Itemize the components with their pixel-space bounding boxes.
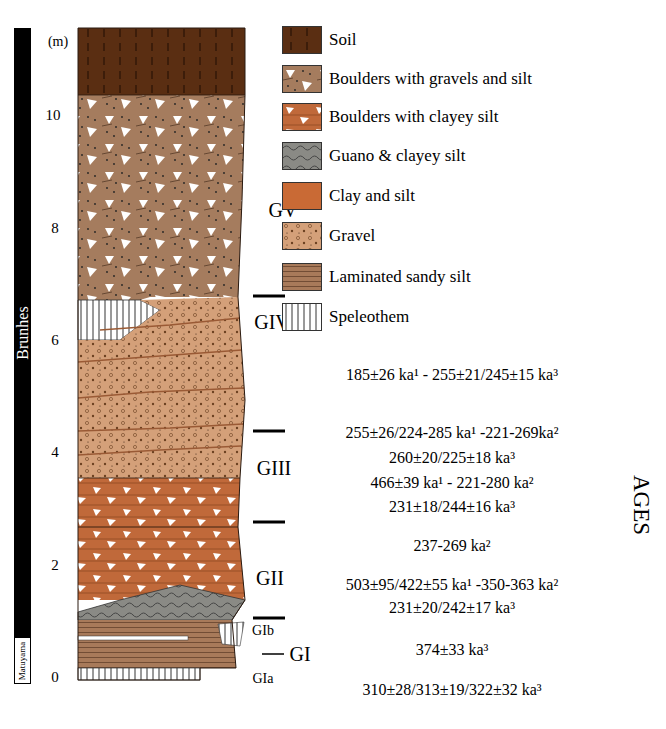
age-text: 466±39 ka¹ - 221-280 ka²	[370, 474, 533, 492]
age-text: 231±20/242±17 ka³	[389, 599, 515, 617]
polarity-bar: Brunhes	[14, 28, 31, 637]
ages-heading: AGES	[628, 475, 653, 535]
legend-text: Boulders with gravels and silt	[329, 70, 532, 89]
legend-swatch	[282, 142, 322, 170]
unit-label: GIII	[257, 457, 291, 479]
polarity-label: Matuyama	[18, 641, 28, 680]
age-text: 503±95/422±55 ka¹ -350-363 ka²	[346, 576, 558, 594]
axis-tick: 2	[51, 557, 59, 574]
unit-label: GII	[256, 567, 284, 589]
legend-pattern	[283, 104, 322, 131]
unit-label: GI	[289, 643, 310, 665]
legend-pattern	[283, 66, 322, 93]
age-text: 237-269 ka²	[413, 537, 490, 555]
unit-label: GIa	[253, 671, 274, 686]
legend-pattern	[283, 264, 322, 291]
legend-text: Soil	[329, 31, 356, 50]
legend-text: Guano & clayey silt	[329, 147, 465, 166]
age-text: 185±26 ka¹ - 255±21/245±15 ka³	[346, 366, 558, 384]
legend-text: Clay and silt	[329, 187, 415, 206]
legend-text: Laminated sandy silt	[329, 268, 471, 287]
legend-swatch	[282, 103, 322, 131]
axis-tick: 8	[51, 220, 59, 237]
age-text: 374±33 ka³	[416, 641, 489, 659]
axis-tick: 0	[51, 669, 59, 686]
age-text: 310±28/313±19/322±32 ka³	[362, 681, 541, 699]
axis-tick: 4	[51, 444, 59, 461]
unit-label: GIb	[252, 623, 274, 638]
legend-swatch	[282, 263, 322, 291]
legend-swatch	[282, 182, 322, 210]
legend-swatch	[282, 222, 322, 250]
legend-pattern	[283, 304, 322, 331]
legend-pattern	[283, 143, 322, 170]
polarity-box: Matuyama	[14, 637, 31, 684]
legend-text: Boulders with clayey silt	[329, 108, 499, 127]
axis-tick: 6	[51, 332, 59, 349]
legend-swatch	[282, 65, 322, 93]
axis-tick: 10	[46, 107, 61, 124]
legend-swatch	[282, 303, 322, 331]
legend-swatch	[282, 26, 322, 54]
age-text: 231±18/244±16 ka³	[389, 498, 515, 516]
axis-unit: (m)	[48, 34, 68, 49]
legend-text: Gravel	[329, 227, 375, 246]
age-text: 255±26/224-285 ka¹ -221-269ka²	[345, 424, 558, 442]
legend-pattern	[283, 223, 322, 250]
age-text: 260±20/225±18 ka³	[389, 449, 515, 467]
legend-text: Speleothem	[329, 308, 409, 327]
polarity-label: Brunhes	[14, 306, 32, 359]
legend-pattern	[283, 27, 322, 54]
